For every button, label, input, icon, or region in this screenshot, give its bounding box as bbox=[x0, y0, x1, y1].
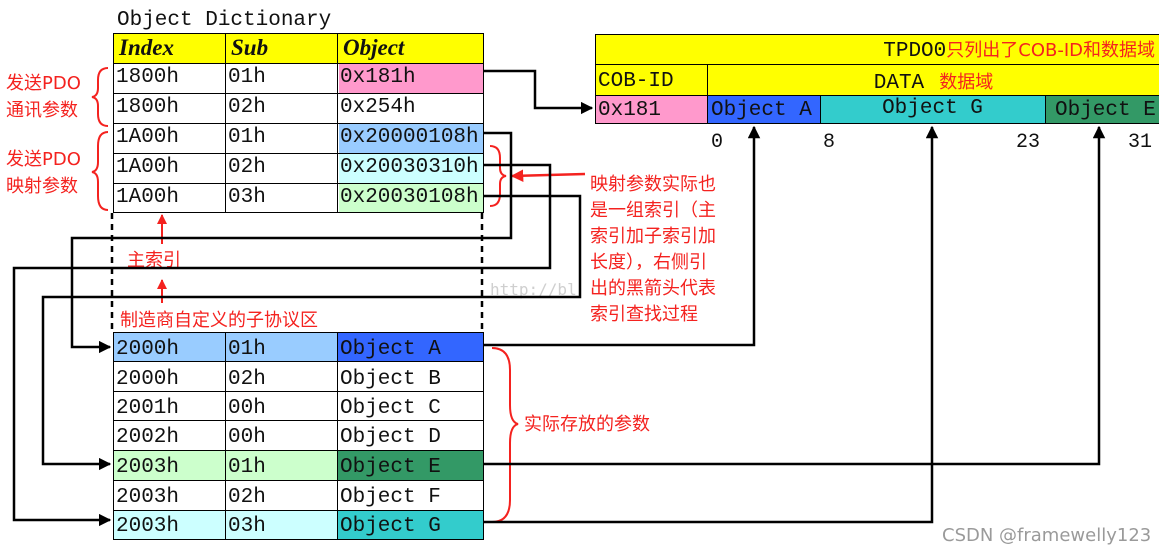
arrow-mapping-note bbox=[510, 169, 586, 182]
mapping-note-line: 映射参数实际也 bbox=[590, 174, 716, 195]
table-cell: 00h bbox=[228, 397, 266, 420]
od-header-index: Index bbox=[119, 35, 174, 60]
tpdo-title-cn: 只列出了COB-ID和数据域 bbox=[946, 40, 1155, 61]
od-row5-object-fill bbox=[339, 183, 484, 213]
table-cell: Object C bbox=[340, 397, 441, 420]
table-cell: Object G bbox=[340, 515, 441, 538]
tpdo-data-label-group: DATA 数据域 bbox=[708, 68, 1159, 95]
annotation-vendor-area: 制造商自定义的子协议区 bbox=[120, 310, 318, 331]
bit-tick: 8 bbox=[823, 131, 836, 154]
table-row: 2003h bbox=[116, 515, 180, 538]
table-cell: 0x181h bbox=[340, 66, 416, 89]
bit-tick: 0 bbox=[711, 131, 724, 154]
bracket-mapping-right bbox=[489, 145, 507, 207]
table-cell: 01h bbox=[228, 126, 266, 149]
table-cell: 0x254h bbox=[340, 96, 416, 119]
annotation-pdo-map-2: 映射参数 bbox=[6, 176, 78, 197]
table-cell: 03h bbox=[228, 515, 266, 538]
tpdo-data-label: DATA bbox=[873, 72, 925, 95]
od-row1-object-fill bbox=[339, 63, 484, 93]
param-row1-object-fill bbox=[337, 332, 484, 361]
table-cell: Object E bbox=[340, 456, 441, 479]
param-row5-object-fill bbox=[337, 450, 484, 480]
table-cell: 02h bbox=[228, 156, 266, 179]
table-cell: 0x20030310h bbox=[340, 156, 479, 179]
od-header-row bbox=[113, 33, 484, 63]
tpdo-frame: TPDO0只列出了COB-ID和数据域 COB-ID DATA 数据域 0x18… bbox=[595, 34, 1159, 124]
table-row: 2000h bbox=[116, 338, 180, 361]
table-cell: Object B bbox=[340, 368, 441, 391]
table-cell: 01h bbox=[228, 66, 266, 89]
mapping-note-line: 索引查找过程 bbox=[590, 304, 698, 325]
od-row4-object-fill bbox=[339, 153, 484, 183]
tpdo-obj-g-fill bbox=[820, 95, 1045, 124]
table-row: 1A00h bbox=[116, 126, 180, 149]
mapping-note-line: 索引加子索引加 bbox=[590, 226, 716, 247]
arrow-map-obj-e bbox=[41, 194, 582, 471]
table-row: 1800h bbox=[116, 66, 180, 89]
table-row: 1800h bbox=[116, 96, 180, 119]
arrow-map-obj-a bbox=[70, 131, 513, 354]
od-table: Index Sub Object 1800h 01h 0x181h 1800h … bbox=[113, 33, 484, 213]
tpdo-obj-e-fill bbox=[1045, 95, 1159, 124]
table-row: 2001h bbox=[116, 397, 180, 420]
tpdo-cobid-value: 0x181 bbox=[598, 99, 662, 122]
tpdo-title-code: TPDO0 bbox=[883, 40, 947, 63]
table-cell: 02h bbox=[228, 96, 266, 119]
table-cell: 03h bbox=[228, 186, 266, 209]
table-cell: 02h bbox=[228, 368, 266, 391]
diagram-title: Object Dictionary bbox=[117, 9, 332, 32]
table-row: 2003h bbox=[116, 456, 180, 479]
table-cell: 00h bbox=[228, 426, 266, 449]
tpdo-cobid-fill bbox=[595, 95, 708, 124]
table-cell: 01h bbox=[228, 338, 266, 361]
od-header-sub: Sub bbox=[231, 35, 269, 60]
tpdo-title: TPDO0只列出了COB-ID和数据域 bbox=[883, 36, 1155, 63]
tpdo-cobid-label: COB-ID bbox=[598, 70, 674, 93]
od-header-object: Object bbox=[343, 35, 405, 60]
mapping-note-line: 是一组索引（主 bbox=[590, 200, 716, 221]
mapping-note-line: 出的黑箭头代表 bbox=[590, 278, 716, 299]
table-row: 1A00h bbox=[116, 186, 180, 209]
annotation-pdo-comm-2: 通讯参数 bbox=[6, 100, 78, 121]
watermark-csdn: CSDN @framewelly123 bbox=[942, 525, 1152, 546]
table-row: 2002h bbox=[116, 426, 180, 449]
table-cell: 0x20000108h bbox=[340, 126, 479, 149]
table-cell: 01h bbox=[228, 456, 266, 479]
table-row: 1A00h bbox=[116, 156, 180, 179]
bracket-pdo-comm bbox=[91, 67, 109, 127]
tpdo-obj-a: Object A bbox=[711, 99, 812, 122]
table-row: 2000h bbox=[116, 368, 180, 391]
arrow-obj-a-to-tpdo bbox=[484, 125, 761, 347]
mapping-note-line: 长度），右侧引 bbox=[590, 252, 707, 273]
table-cell: Object F bbox=[340, 486, 441, 509]
bracket-stored-params bbox=[491, 347, 519, 523]
tpdo-obj-g: Object G bbox=[882, 97, 983, 120]
param-row7-object-fill bbox=[337, 510, 484, 540]
arrow-map-obj-g bbox=[12, 163, 552, 527]
table-cell: Object D bbox=[340, 426, 441, 449]
table-cell: 0x20030108h bbox=[340, 186, 479, 209]
tpdo-data-label-cn: 数据域 bbox=[939, 72, 994, 93]
param-table: 2000h 01h Object A 2000h 02h Object B 20… bbox=[113, 332, 484, 540]
bracket-pdo-map bbox=[91, 131, 109, 211]
tpdo-obj-a-fill bbox=[708, 95, 820, 124]
table-row: 2003h bbox=[116, 486, 180, 509]
annotation-pdo-map-1: 发送PDO bbox=[6, 149, 81, 170]
arrow-cobid bbox=[484, 69, 594, 115]
table-cell: Object A bbox=[340, 338, 441, 361]
tpdo-obj-e: Object E bbox=[1055, 99, 1156, 122]
watermark-url: http://bl bbox=[490, 280, 577, 299]
bit-tick: 31 bbox=[1128, 131, 1153, 154]
arrow-obj-g-to-tpdo bbox=[484, 125, 939, 524]
arrow-obj-e-to-tpdo bbox=[484, 125, 1106, 466]
annotation-main-index: 主索引 bbox=[127, 250, 181, 271]
annotation-pdo-comm-1: 发送PDO bbox=[6, 73, 81, 94]
table-cell: 02h bbox=[228, 486, 266, 509]
bit-tick: 23 bbox=[1016, 131, 1041, 154]
annotation-mapping-note: 映射参数实际也 是一组索引（主 索引加子索引加 长度），右侧引 出的黑箭头代表 … bbox=[590, 172, 716, 328]
annotation-stored-params: 实际存放的参数 bbox=[524, 414, 650, 435]
od-row3-object-fill bbox=[339, 123, 484, 153]
